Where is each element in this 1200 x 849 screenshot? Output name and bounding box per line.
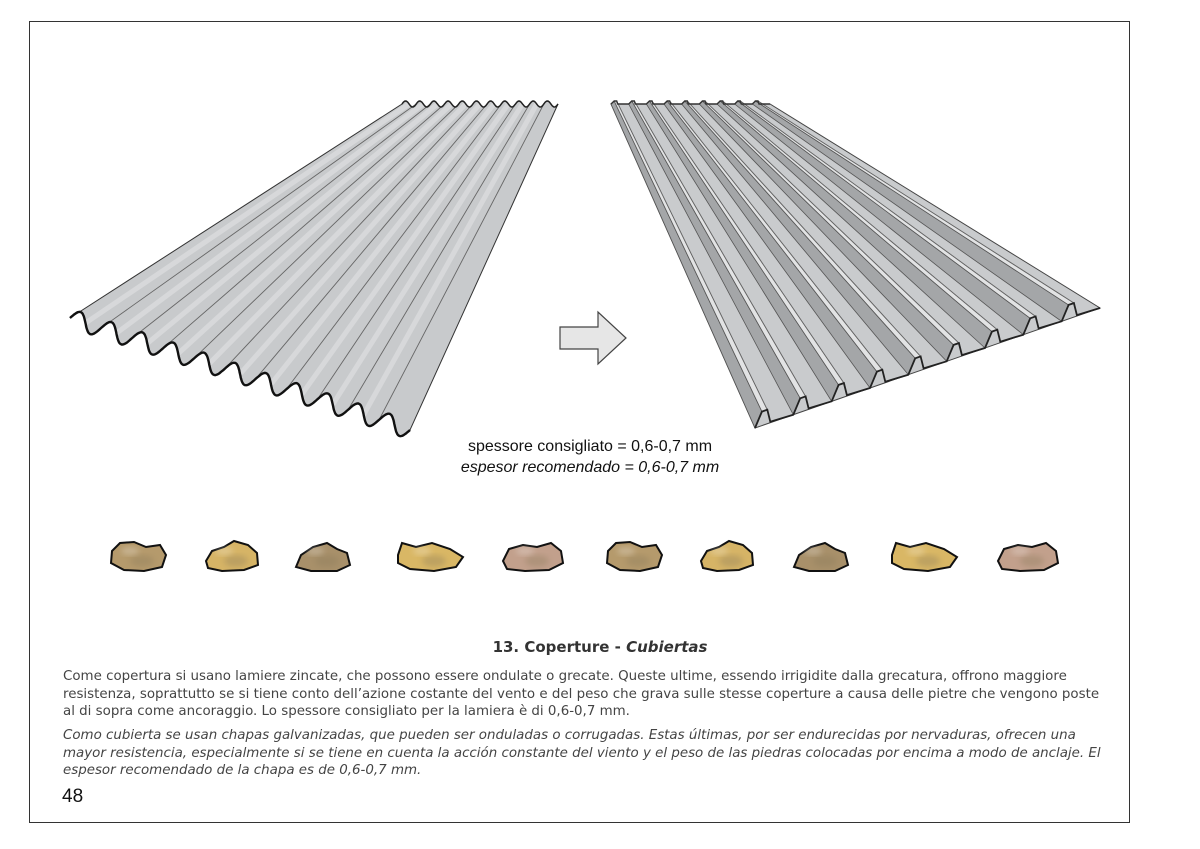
stone-shading: [525, 555, 549, 567]
paragraph-italian: Come copertura si usano lamiere zincate,…: [63, 669, 1100, 719]
corrugated-sheet-body: [69, 100, 559, 437]
stone-icon: [996, 541, 1060, 573]
stone-highlight: [907, 547, 925, 555]
corrugated-ridge-line: [255, 103, 488, 380]
stone-icon: [501, 541, 565, 573]
stone-highlight: [1011, 547, 1029, 555]
paragraph-spanish: Como cubierta se usan chapas galvanizada…: [63, 728, 1101, 778]
stone-highlight: [413, 547, 431, 555]
stone-highlight: [804, 547, 822, 555]
rib-line: [704, 100, 960, 344]
stone-shading: [1020, 555, 1044, 567]
page-frame: [29, 21, 1130, 823]
stone-shading: [315, 555, 339, 567]
corrugated-sheet-wave-edge: [69, 310, 411, 438]
section-heading-italic: Cubiertas: [626, 638, 708, 656]
roofing-illustration: [69, 100, 1102, 573]
corrugated-ridge-line: [224, 103, 474, 370]
corrugated-ridge-line: [347, 103, 531, 410]
corrugated-ridge-line: [193, 103, 460, 360]
stone-icon: [109, 540, 168, 573]
stone-shading: [719, 555, 743, 567]
anchor-stones-row: [109, 539, 1060, 573]
corrugated-highlight-band: [114, 101, 425, 336]
corrugated-ridge-line: [316, 103, 516, 400]
rib-line: [633, 100, 806, 397]
thickness-caption-spanish: espesor recomendado = 0,6-0,7 mm: [460, 459, 720, 476]
corrugated-sheet: [69, 100, 559, 438]
stone-icon: [397, 541, 465, 573]
stone-highlight: [516, 547, 534, 555]
section-heading: 13. Coperture - Cubiertas: [0, 638, 1200, 656]
corrugated-ridge-line: [286, 103, 502, 390]
stone-icon: [204, 539, 260, 573]
stone-highlight: [121, 547, 139, 555]
corrugated-highlight-band: [330, 102, 525, 406]
stone-shading: [422, 555, 446, 567]
page-number: 48: [62, 786, 84, 807]
stone-highlight: [617, 547, 635, 555]
trapezoidal-sheet-rib-edge: [754, 301, 1101, 429]
stone-shading: [813, 555, 837, 567]
stone-icon: [699, 539, 755, 573]
corrugated-highlight-band: [84, 101, 411, 326]
stone-highlight: [306, 547, 324, 555]
corrugated-ridge-line: [162, 103, 445, 349]
corrugated-ridge-line: [378, 103, 545, 421]
stone-icon: [605, 540, 664, 573]
corrugated-highlight-band: [299, 102, 511, 396]
corrugated-ridge-line: [100, 103, 417, 329]
stone-icon: [294, 541, 352, 572]
corrugated-highlight-band: [176, 102, 454, 356]
corrugated-highlight-band: [238, 102, 482, 376]
rib-line: [740, 100, 1036, 317]
corrugated-ridge-line: [131, 103, 431, 339]
thickness-caption-italian: spessore consigliato = 0,6-0,7 mm: [467, 438, 713, 455]
trapezoidal-sheet-top-edge: [610, 100, 770, 105]
rib-line: [722, 100, 998, 331]
stone-highlight: [710, 547, 728, 555]
stone-shading: [626, 555, 650, 567]
corrugated-highlight-band: [145, 102, 440, 346]
stone-shading: [130, 555, 154, 567]
stone-icon: [891, 541, 959, 573]
trapezoidal-sheet: [610, 100, 1102, 430]
corrugated-highlight-band: [268, 102, 497, 386]
corrugated-sheet-ridges: [84, 101, 545, 421]
stone-highlight: [215, 547, 233, 555]
rib-line: [651, 100, 845, 384]
rib-line: [687, 100, 921, 357]
corrugated-highlight-band: [207, 102, 468, 366]
rib-line: [669, 100, 883, 370]
rib-line: [616, 100, 768, 410]
corrugated-highlight-band: [361, 102, 539, 416]
arrow-right-icon: [559, 310, 627, 366]
corrugated-sheet-top-edge: [401, 100, 559, 108]
stone-shading: [224, 555, 248, 567]
trapezoidal-sheet-ribs: [610, 100, 1075, 430]
stone-icon: [792, 541, 850, 572]
stone-shading: [916, 555, 940, 567]
rib-line: [757, 100, 1075, 304]
section-heading-main: 13. Coperture -: [492, 638, 627, 656]
